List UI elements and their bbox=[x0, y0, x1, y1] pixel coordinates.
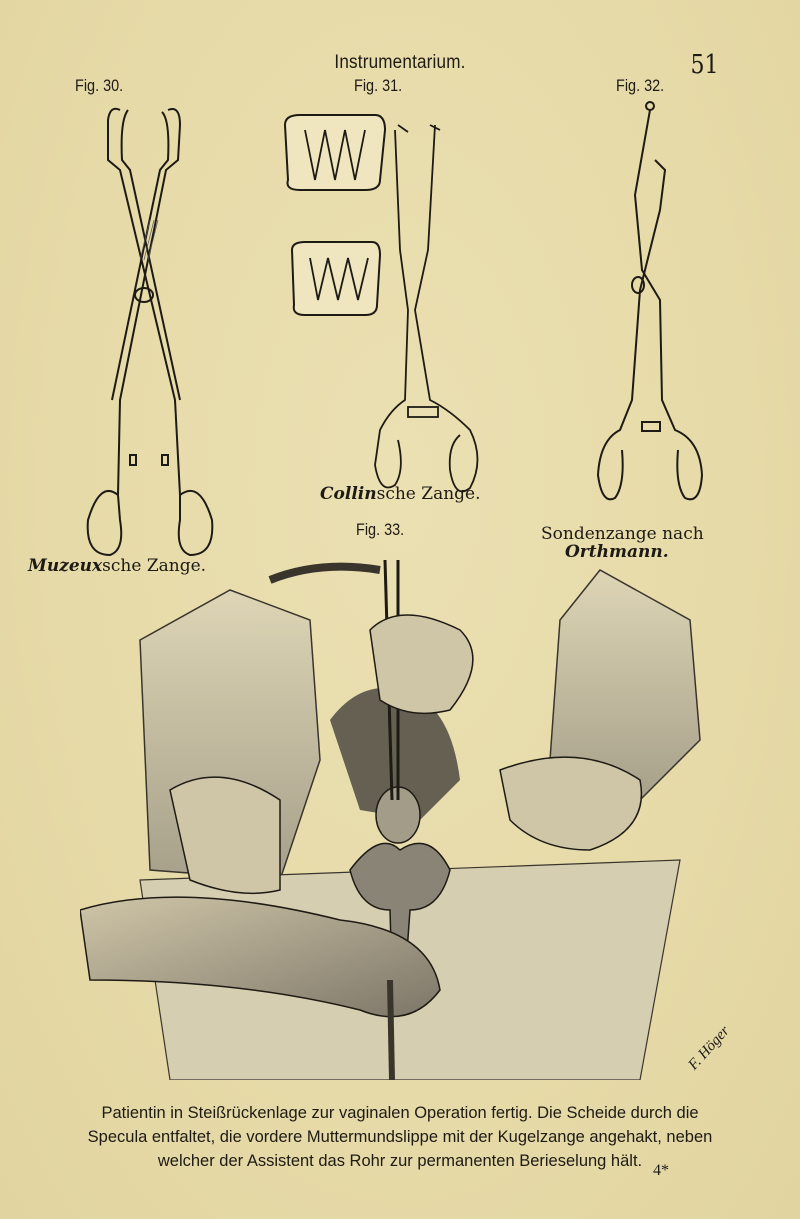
caption-line-3: welcher der Assistent das Rohr zur perma… bbox=[157, 1152, 643, 1170]
page-number: 51 bbox=[690, 50, 719, 80]
running-header-title: Instrumentarium. bbox=[334, 52, 466, 73]
fig33-operation-illustration bbox=[80, 560, 701, 1080]
fig31-collin-forceps-illustration bbox=[283, 114, 479, 493]
fig32-label: Fig. 32. bbox=[616, 76, 665, 95]
fig32-caption-line1: Sondenzange nach bbox=[541, 524, 704, 544]
fig30-caption-rest: sche Zange. bbox=[102, 556, 207, 576]
fig30-label: Fig. 30. bbox=[75, 76, 124, 95]
fig31-caption: Collinsche Zange. bbox=[320, 484, 481, 504]
fig31-caption-rest: sche Zange. bbox=[376, 484, 481, 504]
fig31-label: Fig. 31. bbox=[354, 76, 403, 95]
fig30-caption: Muzeuxsche Zange. bbox=[28, 556, 206, 576]
fig30-muzeux-forceps-illustration bbox=[86, 107, 214, 557]
fig30-caption-name: Muzeux bbox=[28, 556, 103, 576]
fig32-orthmann-probe-forceps-illustration bbox=[596, 101, 704, 501]
fig33-label: Fig. 33. bbox=[356, 520, 405, 539]
signature-mark: 4* bbox=[653, 1162, 669, 1179]
fig32-caption-name: Orthmann. bbox=[565, 542, 669, 562]
caption-line-1: Patientin in Steißrückenlage zur vaginal… bbox=[101, 1104, 699, 1122]
jaw-inset-bottom bbox=[290, 241, 382, 316]
fig33-caption-text: Patientin in Steißrückenlage zur vaginal… bbox=[60, 1101, 740, 1173]
fig31-caption-name: Collin bbox=[320, 484, 377, 504]
jaw-inset-top bbox=[283, 114, 387, 191]
caption-line-2: Specula entfaltet, die vordere Muttermun… bbox=[87, 1128, 713, 1146]
